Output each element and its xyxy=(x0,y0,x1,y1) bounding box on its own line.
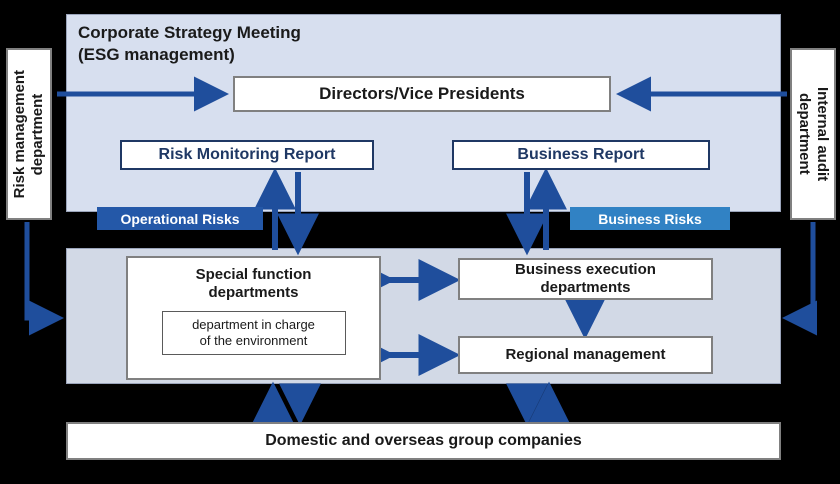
internal-audit-department-label: Internal audit department xyxy=(796,86,831,182)
risk-management-department-box[interactable]: Risk management department xyxy=(6,48,52,220)
corporate-strategy-meeting-panel xyxy=(66,14,781,212)
directors-vice-presidents-box[interactable]: Directors/Vice Presidents xyxy=(233,76,611,112)
domestic-and-overseas-group-companies-box[interactable]: Domestic and overseas group companies xyxy=(66,422,781,460)
business-report-box[interactable]: Business Report xyxy=(452,140,710,170)
business-risks-badge: Business Risks xyxy=(570,207,730,230)
arrow-risk-mgmt-to-bottom-panel xyxy=(24,222,65,336)
arrow-internal-audit-to-bottom-panel xyxy=(781,222,817,336)
panel-title: Corporate Strategy Meeting (ESG manageme… xyxy=(78,23,301,65)
special-function-departments-label: Special function departments xyxy=(195,266,312,301)
special-function-departments-box[interactable]: Special function departments department … xyxy=(126,256,381,380)
environment-department-box[interactable]: department in charge of the environment xyxy=(161,311,346,355)
risk-management-department-label: Risk management department xyxy=(11,69,46,199)
operational-risks-badge: Operational Risks xyxy=(97,207,263,230)
risk-monitoring-report-box[interactable]: Risk Monitoring Report xyxy=(120,140,374,170)
business-execution-departments-box[interactable]: Business execution departments xyxy=(458,258,713,300)
internal-audit-department-box[interactable]: Internal audit department xyxy=(790,48,836,220)
regional-management-box[interactable]: Regional management xyxy=(458,336,713,374)
